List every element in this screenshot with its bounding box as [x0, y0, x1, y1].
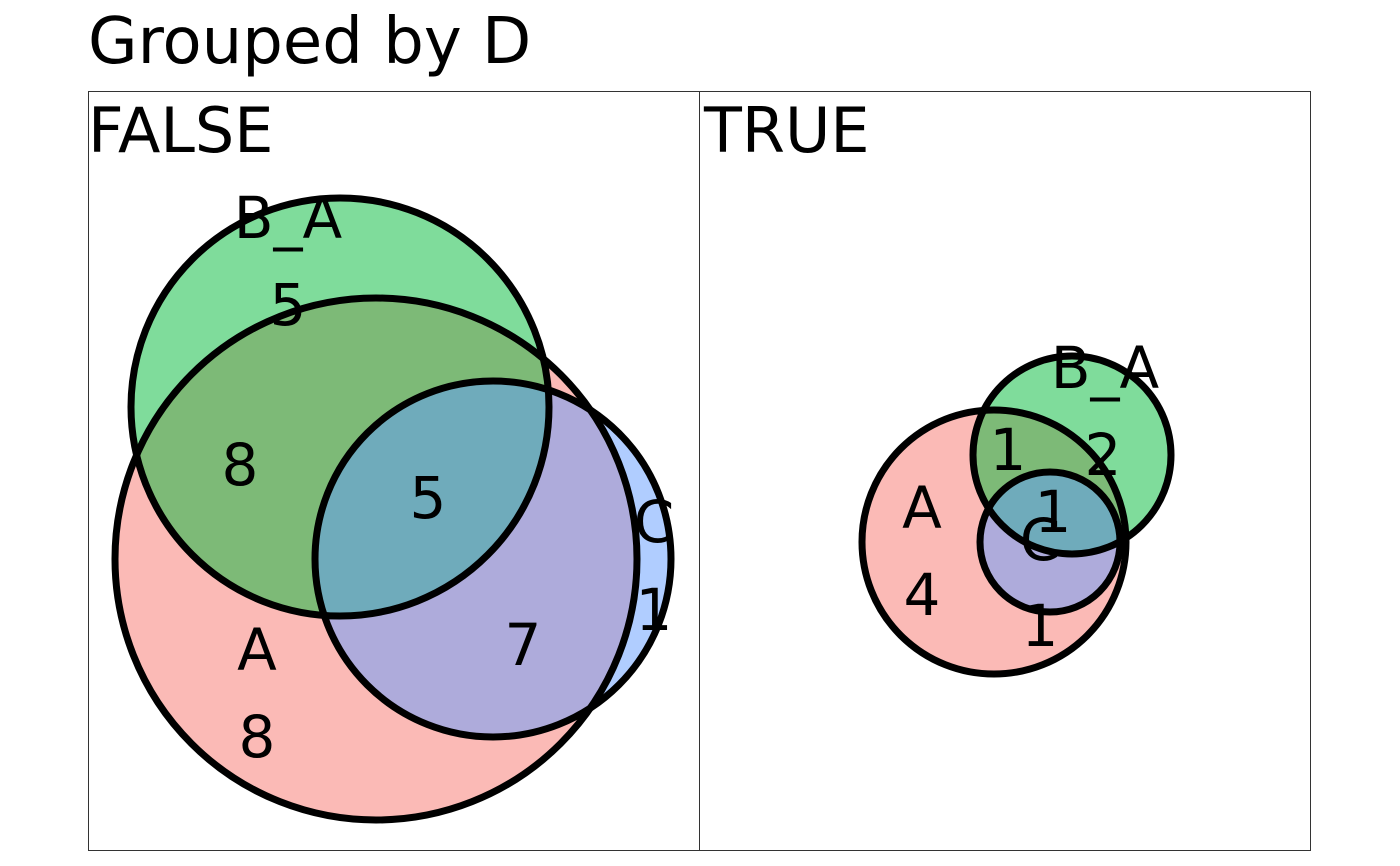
panel-label-true: TRUE — [703, 94, 870, 167]
set-label-b-a: B_A — [1051, 334, 1160, 402]
panel-true-border — [699, 91, 1311, 851]
count-a-and-b-a: 8 — [222, 431, 259, 499]
count-a-and-c: 1 — [1022, 592, 1059, 660]
count-b-a-only: 5 — [270, 271, 307, 339]
panel-true: TRUE B_A 1 2 A 1 C 4 1 — [699, 91, 1311, 851]
panel-label-false: FALSE — [88, 94, 273, 167]
count-b-a-only: 2 — [1085, 421, 1122, 489]
set-outline-c — [976, 468, 1124, 616]
count-a-and-b-a: 1 — [990, 416, 1027, 484]
set-outline-b-a — [127, 194, 553, 620]
set-outline-a — [111, 294, 641, 824]
panel-false: FALSE B_A 5 8 5 C 1 7 A 8 — [88, 91, 700, 851]
count-c-only: 1 — [636, 576, 673, 644]
count-a-b-a-c: 1 — [1035, 478, 1072, 546]
chart-title: Grouped by D — [88, 5, 532, 79]
set-label-a: A — [237, 616, 277, 684]
set-outline-c — [311, 377, 675, 741]
count-a-and-c: 7 — [505, 611, 542, 679]
set-label-c: C — [1020, 506, 1061, 574]
count-a-only: 8 — [239, 703, 276, 771]
set-label-c: C — [634, 488, 675, 556]
set-label-a: A — [902, 474, 942, 542]
set-outline-b-a — [969, 352, 1175, 558]
count-a-b-a-c: 5 — [410, 464, 447, 532]
set-circle-c — [980, 472, 1120, 612]
set-circle-c — [315, 381, 671, 737]
set-label-b-a: B_A — [234, 184, 343, 252]
count-a-only: 4 — [904, 561, 941, 629]
